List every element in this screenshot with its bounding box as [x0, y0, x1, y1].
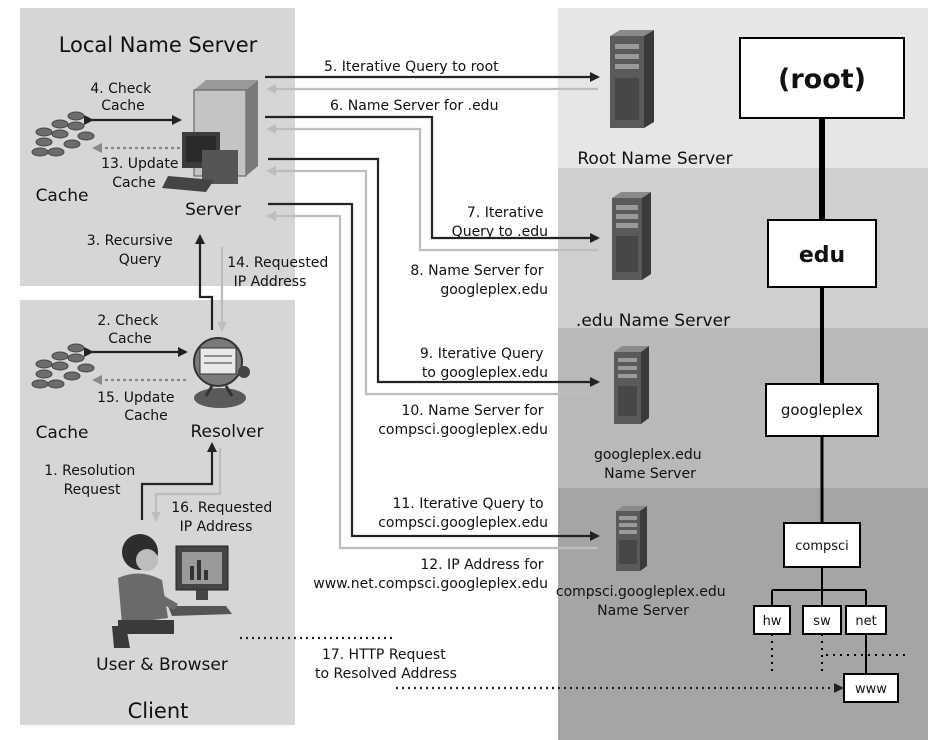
- step11-label: 11. Iterative Query to compsci.googleple…: [378, 496, 548, 531]
- arrow-step7: [265, 115, 600, 243]
- tree-googleplex-label: googleplex: [781, 401, 863, 419]
- step16-label: 16. Requested IP Address: [171, 500, 277, 535]
- tree-net-label: net: [855, 614, 876, 629]
- local-server-computer-icon: [162, 80, 258, 192]
- tree-googleplex-node: [765, 383, 879, 437]
- edu-server-icon: [612, 192, 651, 280]
- local-arrows: [84, 115, 227, 522]
- local-cache-label: Cache: [36, 186, 89, 206]
- arrow-step17: [240, 636, 844, 693]
- domain-tree: (root) edu googleplex compsci hw sw net …: [739, 37, 910, 703]
- edu-name-server-label: .edu Name Server: [576, 311, 730, 331]
- user-at-computer-icon: [112, 534, 232, 648]
- root-server-icon: [610, 30, 654, 128]
- tree-hw-label: hw: [763, 614, 782, 629]
- tree-sw-node: [802, 605, 842, 635]
- local-name-server-title: Local Name Server: [59, 33, 258, 57]
- tree-root-node: [739, 37, 905, 119]
- tree-compsci-node: [783, 522, 861, 568]
- message-arrows: [265, 72, 600, 550]
- arrow-step8: [266, 124, 598, 252]
- tree-root-label: (root): [778, 64, 866, 95]
- step10-label: 10. Name Server for compsci.googleplex.e…: [378, 403, 548, 438]
- step9-label: 9. Iterative Query to googleplex.edu: [420, 346, 548, 381]
- step6-label: 6. Name Server for .edu: [330, 98, 498, 114]
- arrow-step16: [151, 448, 222, 522]
- root-name-server-label: Root Name Server: [577, 149, 732, 169]
- arrow-step10: [266, 166, 598, 396]
- step7-label: 7. Iterative Query to .edu: [452, 205, 548, 240]
- step2-label: 2. Check Cache: [97, 313, 162, 347]
- tree-www-node: [843, 673, 899, 703]
- tree-sw-label: sw: [813, 614, 831, 629]
- local-cache-icon: [31, 111, 95, 157]
- resolver-rolodex-icon: [193, 337, 250, 408]
- client-cache-label: Cache: [36, 423, 89, 443]
- step12-label: 12. IP Address for www.net.compsci.googl…: [313, 557, 548, 592]
- step4-label: 4. Check Cache: [90, 81, 155, 114]
- compsci-server-icon: [616, 506, 647, 571]
- step14-label: 14. Requested IP Address: [227, 255, 333, 290]
- server-label: Server: [185, 200, 241, 220]
- arrow-step12: [266, 211, 598, 550]
- step13-label: 13. Update Cache: [101, 156, 183, 191]
- step8-label: 8. Name Server for googleplex.edu: [410, 263, 548, 298]
- step5-label: 5. Iterative Query to root: [324, 59, 499, 75]
- tree-net-node: [845, 605, 887, 635]
- tree-edu-label: edu: [799, 243, 845, 268]
- step17-label: 17. HTTP Request to Resolved Address: [315, 647, 457, 682]
- client-cache-icon: [31, 343, 95, 389]
- tree-hw-node: [753, 605, 791, 635]
- googleplex-server-icon: [614, 346, 649, 424]
- step3-label: 3. Recursive Query: [87, 233, 177, 268]
- arrow-step9: [268, 157, 600, 387]
- tree-compsci-label: compsci: [795, 539, 849, 554]
- step15-label: 15. Update Cache: [97, 390, 179, 424]
- tree-edu-node: [767, 219, 877, 288]
- googleplex-name-server-label: googleplex.edu Name Server: [594, 447, 706, 482]
- arrow-step11: [268, 202, 600, 541]
- client-title: Client: [128, 699, 189, 723]
- tree-www-label: www: [855, 682, 887, 697]
- compsci-name-server-label: compsci.googleplex.edu Name Server: [556, 584, 730, 619]
- resolver-label: Resolver: [191, 422, 264, 442]
- step1-label: 1. Resolution Request: [44, 463, 139, 498]
- arrow-step1: [140, 442, 217, 520]
- user-browser-label: User & Browser: [96, 655, 228, 675]
- arrow-step3: [195, 234, 214, 330]
